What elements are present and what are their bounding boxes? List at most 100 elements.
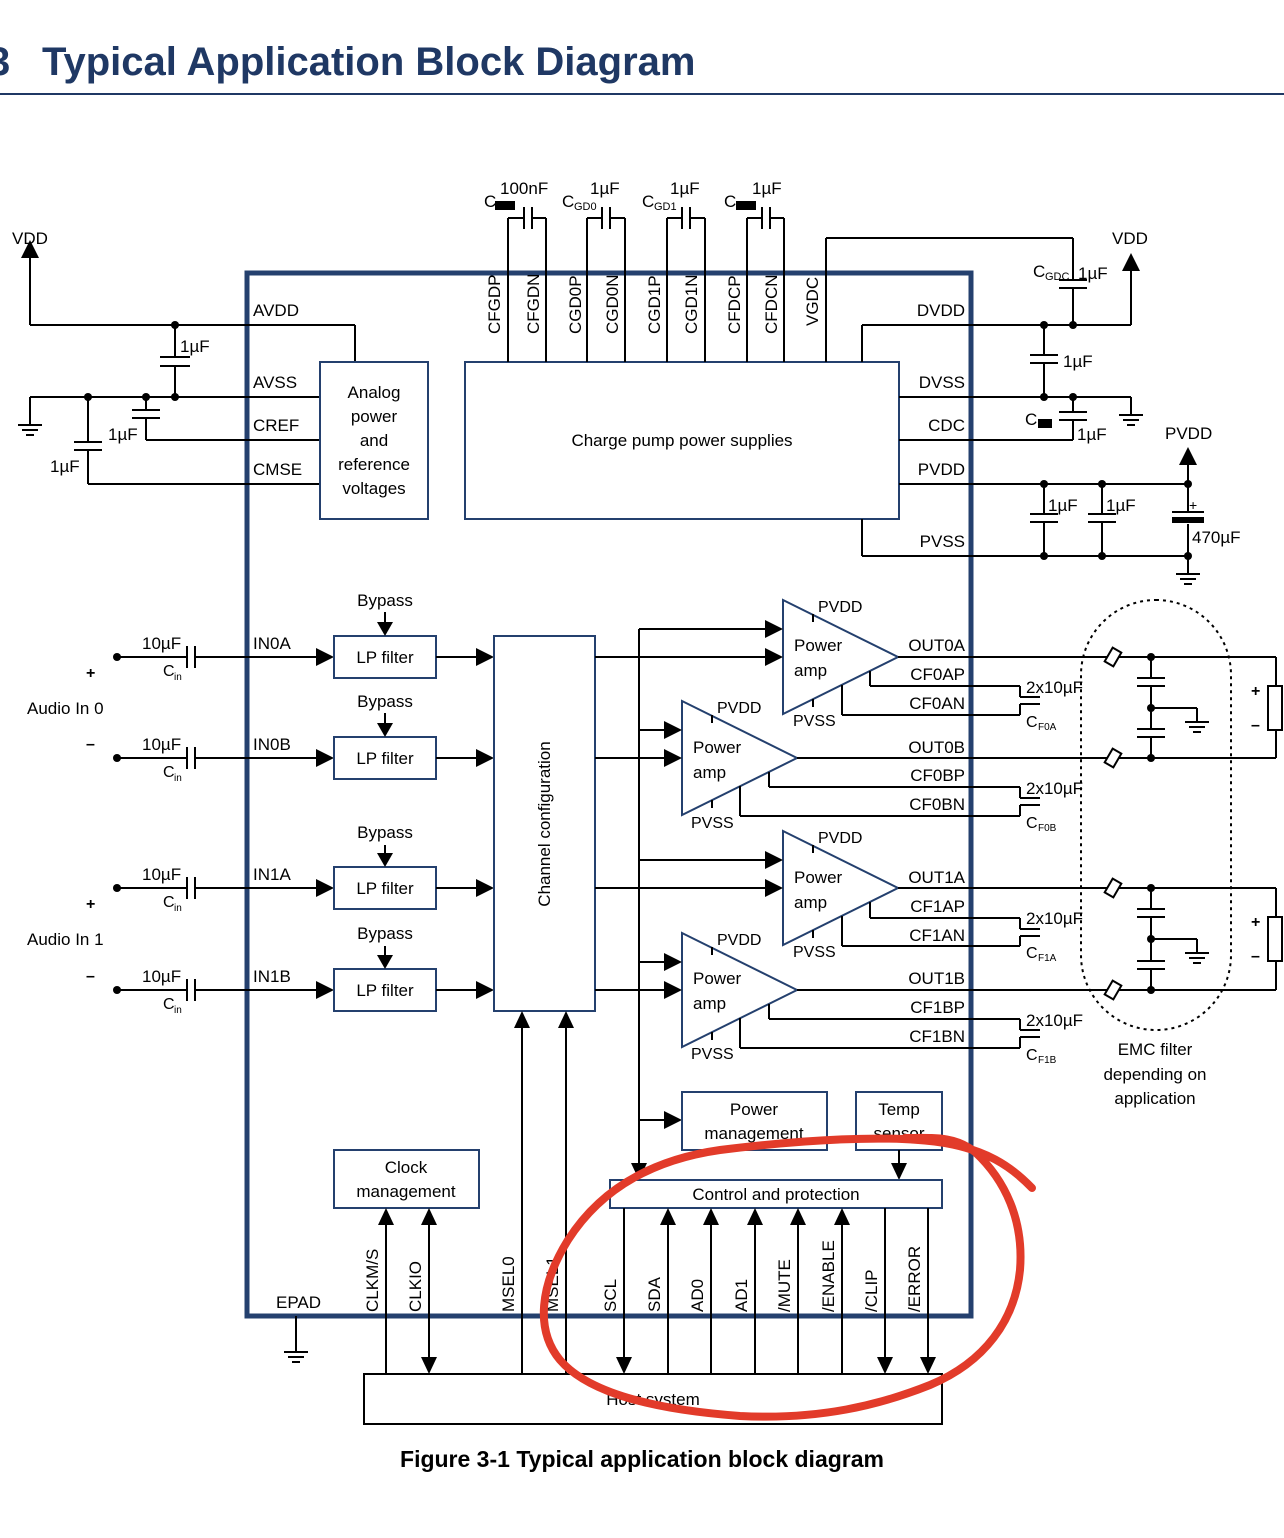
charge-pump-block — [464, 361, 900, 520]
power-amp-labels: Power amp Power amp Power amp Power amp — [693, 636, 843, 1013]
cap-cin-1b: C — [163, 996, 175, 1013]
cap-cf1b-sub: F1B — [1038, 1055, 1057, 1066]
emc-wires — [1137, 657, 1277, 990]
left-supply-network — [29, 255, 356, 485]
ground-symbol-icon — [1185, 952, 1209, 964]
cap-cgdc-value: 1µF — [1078, 264, 1108, 283]
cap-cfdc-value: 1µF — [752, 179, 782, 198]
amp-supply-labels: PVDD PVSS PVDD PVSS PVDD PVSS PVDD PVSS — [691, 599, 862, 1063]
pin-out0b: OUT0B — [908, 738, 965, 757]
obscured-subscript — [736, 201, 756, 210]
title-rule — [0, 93, 1284, 95]
pin-clkms: CLKM/S — [363, 1249, 382, 1312]
bypass-0a-label: Bypass — [357, 591, 413, 610]
lp-to-config-wires — [436, 656, 478, 991]
cap-cref-value: 1µF — [108, 425, 138, 444]
amp1b-pvdd: PVDD — [717, 932, 761, 949]
pin-out1a: OUT1A — [908, 868, 965, 887]
lp-filter-1b — [333, 968, 437, 1012]
pin-error: /ERROR — [905, 1246, 924, 1312]
junction-dot — [142, 393, 150, 401]
audio-in0-plus: + — [86, 665, 95, 682]
power-mgmt-line2: management — [704, 1124, 804, 1143]
control-protection-block — [609, 1179, 943, 1209]
clock-management-block — [333, 1149, 480, 1209]
pin-out0a: OUT0A — [908, 636, 965, 655]
pin-cgd1p: CGD1P — [645, 275, 664, 334]
pin-in0b: IN0B — [253, 735, 291, 754]
emc-label-line1: EMC filter — [1118, 1040, 1193, 1059]
input-arrows — [316, 648, 334, 999]
host-interface-wires — [295, 1026, 929, 1374]
cap-avdd-value: 1µF — [180, 337, 210, 356]
analog-block-line5: voltages — [342, 479, 405, 498]
cap-in0b-value: 10µF — [142, 735, 181, 754]
bypass-1b-label: Bypass — [357, 924, 413, 943]
bypass-labels: Bypass Bypass Bypass Bypass — [357, 591, 413, 943]
cap-cgdc-subscript: GDC — [1045, 271, 1070, 283]
cap-cf0b-symbol: C — [1026, 815, 1038, 832]
cap-cin-0a: C — [163, 663, 175, 680]
pin-cgd0p: CGD0P — [566, 275, 585, 334]
lp-filter-0b-label: LP filter — [356, 749, 414, 768]
amp1a-pvdd: PVDD — [818, 830, 862, 847]
pin-pvss: PVSS — [920, 532, 965, 551]
power-amp-0a — [782, 598, 901, 716]
lp-to-config-arrowheads — [476, 648, 494, 999]
pin-cdc: CDC — [928, 416, 965, 435]
cap-cgd0-symbol: C — [562, 192, 574, 211]
cap-cmse-value: 1µF — [50, 457, 80, 476]
cap-cfgd-symbol: C — [484, 192, 496, 211]
cap-cin-0b: C — [163, 764, 175, 781]
power-amp-triangles — [681, 598, 901, 1049]
ground-symbol-icon — [1119, 414, 1143, 426]
amp0a-pvss: PVSS — [793, 713, 836, 730]
vdd-left-label: VDD — [12, 229, 48, 248]
cap-in1b-value: 10µF — [142, 967, 181, 986]
pin-pvdd: PVDD — [918, 460, 965, 479]
audio-in1-label: Audio In 1 — [27, 930, 104, 949]
pvdd-right-arrow-icon — [1179, 447, 1197, 465]
pin-cfgdp: CFGDP — [485, 275, 504, 335]
pin-cfdcp: CFDCP — [725, 275, 744, 334]
analog-block-line3: and — [360, 431, 388, 450]
junction-dot — [84, 393, 92, 401]
host-system-block — [363, 1373, 943, 1425]
bypass-0b-label: Bypass — [357, 692, 413, 711]
amp1b-line1: Power — [693, 969, 742, 988]
pin-cgd0n: CGD0N — [603, 274, 622, 334]
junction-dots-right — [1040, 321, 1192, 560]
pin-dvss: DVSS — [919, 373, 965, 392]
junction-dot — [171, 393, 179, 401]
pin-sda: SDA — [645, 1276, 664, 1312]
pin-msel0: MSEL0 — [499, 1256, 518, 1312]
pin-avdd: AVDD — [253, 301, 299, 320]
host-interface-arrowheads — [378, 1011, 936, 1374]
cap-cf1b-symbol: C — [1026, 1047, 1038, 1064]
cap-cf1a-value: 2x10µF — [1026, 909, 1083, 928]
analog-block-line1: Analog — [348, 383, 401, 402]
audio-in0-minus: – — [86, 736, 95, 753]
cap-cgd0-subscript: GD0 — [574, 201, 597, 213]
input-cap-symbols: C in C in C in C in — [163, 663, 182, 1016]
cap-in0a-value: 10µF — [142, 634, 181, 653]
obscured-subscript — [1038, 419, 1052, 428]
cap-cdc-symbol: C — [1025, 410, 1037, 429]
section-number: 3 — [0, 40, 10, 85]
pin-ad1: AD1 — [732, 1279, 751, 1312]
input-terminal-dots — [113, 653, 121, 994]
pin-mute: /MUTE — [775, 1259, 794, 1312]
cap-cgdc-symbol: C — [1033, 262, 1045, 281]
amp-supply-ticks — [711, 614, 814, 1040]
speaker0-plus: + — [1251, 683, 1260, 700]
obscured-subscript — [495, 201, 515, 210]
emc-label-line3: application — [1114, 1089, 1195, 1108]
amp0b-line1: Power — [693, 738, 742, 757]
cap-dvdd-value: 1µF — [1063, 352, 1093, 371]
pin-cf1an: CF1AN — [909, 926, 965, 945]
cap-cf0b-value: 2x10µF — [1026, 779, 1083, 798]
pin-cf0an: CF0AN — [909, 694, 965, 713]
cap-cf0a-sub: F0A — [1038, 722, 1057, 733]
amp0b-pvss: PVSS — [691, 815, 734, 832]
cap-cf0b-sub: F0B — [1038, 823, 1057, 834]
